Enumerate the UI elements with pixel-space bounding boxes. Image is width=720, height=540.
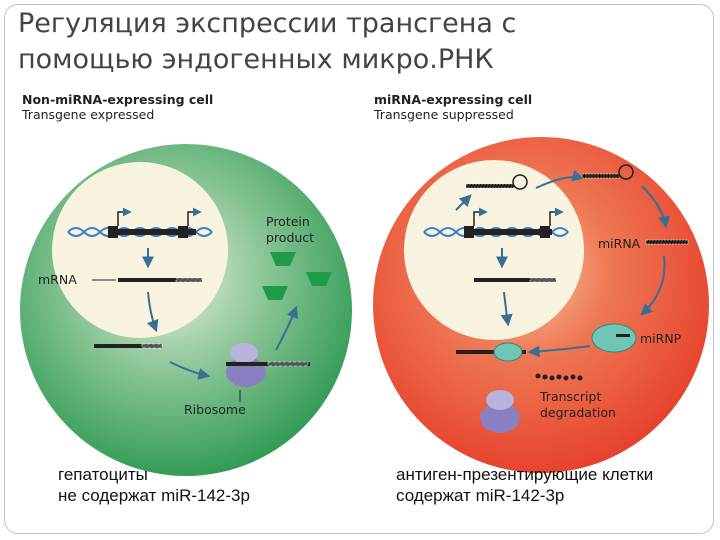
mrna-mirnp-complex-icon [456, 342, 526, 362]
export-arrow-icon-right [500, 291, 513, 327]
mrna-strand-right [474, 277, 557, 283]
transgene-bar [110, 229, 196, 235]
left-panel-heading: Non-miRNA-expressing cell [22, 92, 214, 107]
left-panel-header: Non-miRNA-expressing cell Transgene expr… [22, 92, 213, 122]
targeting-arrow-icon [527, 345, 591, 358]
left-caption-line-1: гепатоциты [58, 465, 148, 484]
pre-mirna-icon [581, 164, 634, 180]
protein-product-icons [262, 252, 332, 300]
slide-title: Регуляция экспрессии трансгена с помощью… [18, 6, 516, 78]
mature-mirna-icon [645, 239, 689, 245]
right-panel-header: miRNA-expressing cell Transgene suppress… [374, 92, 532, 122]
left-panel-subheading: Transgene expressed [22, 107, 155, 122]
dicer-arrow-icon [641, 185, 670, 229]
left-caption-line-2: не содержат miR-142-3p [58, 486, 250, 505]
mirna-arrow-icon [455, 194, 472, 211]
right-caption-line-1: антиген-презентирующие клетки [396, 465, 654, 484]
right-caption-line-2: содержат miR-142-3p [396, 486, 565, 505]
promoter-icon [108, 226, 118, 238]
ribosome-label: Ribosome [184, 402, 246, 417]
mirnp-icon [591, 323, 637, 353]
mirnp-label: miRNP [640, 331, 682, 346]
mrna-label: mRNA [38, 272, 77, 287]
title-line-1: Регуляция экспрессии трансгена с [18, 8, 517, 39]
mirna-label: miRNA [598, 236, 641, 251]
protein-arrow-icon [275, 305, 299, 351]
gene-end-icon [178, 226, 188, 238]
mrna-strand [118, 277, 203, 283]
left-caption: гепатоциты не содержат miR-142-3p [58, 464, 250, 506]
right-panel-heading: miRNA-expressing cell [374, 92, 533, 107]
transcription-start-icon [117, 207, 132, 226]
translation-arrow-icon [169, 361, 211, 380]
transcription-start-icon-2 [187, 207, 202, 226]
degradation-label-1: Transcript [539, 389, 601, 404]
ribosome-icon [226, 343, 310, 387]
protein-label-2: product [266, 230, 314, 245]
gene-end-icon-right [540, 226, 550, 238]
ribosome-icon-right [480, 390, 520, 433]
transcription-start-icon-right-2 [549, 207, 564, 226]
right-caption: антиген-презентирующие клетки содержат m… [396, 464, 653, 506]
protein-label-1: Protein [266, 214, 310, 229]
cytoplasm-mrna [94, 343, 163, 349]
right-panel-subheading: Transgene suppressed [374, 107, 514, 122]
transgene-bar-right [466, 229, 552, 235]
export-mirna-arrow-icon [535, 169, 585, 189]
degraded-transcript-icon [535, 373, 583, 381]
degradation-label-2: degradation [540, 405, 616, 420]
mirna-hairpin-icon [465, 174, 528, 190]
risc-arrow-icon [640, 255, 666, 316]
slide-frame [4, 4, 714, 534]
transcription-start-icon-right [473, 207, 488, 226]
export-arrow-icon [147, 291, 159, 333]
title-line-2: помощью эндогенных микро.РНК [18, 44, 494, 75]
promoter-icon-right [464, 226, 474, 238]
left-nucleus [52, 162, 228, 338]
right-nucleus [404, 160, 584, 340]
